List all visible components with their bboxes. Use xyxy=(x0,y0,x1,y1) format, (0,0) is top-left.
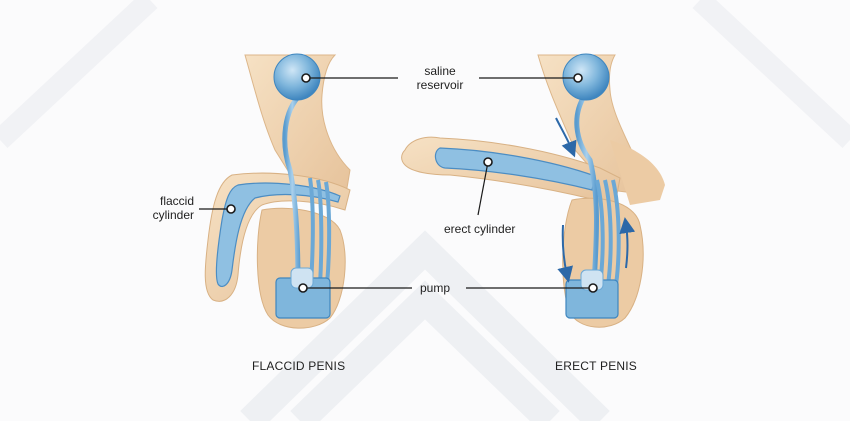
leader-lines xyxy=(199,77,592,289)
label-saline-line1: saline xyxy=(424,64,456,78)
flaccid-device xyxy=(215,53,341,319)
flow-arrow xyxy=(557,224,573,283)
label-erect-cylinder: erect cylinder xyxy=(444,222,516,236)
label-cylinder-line2: cylinder xyxy=(152,208,194,222)
flow-arrow xyxy=(619,217,636,269)
label-pump: pump xyxy=(420,281,451,295)
erect-device xyxy=(434,53,636,319)
label-saline-reservoir: saline reservoir xyxy=(404,64,476,92)
caption-flaccid: FLACCID PENIS xyxy=(252,359,346,373)
leader-dots xyxy=(226,73,598,293)
label-flaccid-cylinder: flaccid cylinder xyxy=(120,194,194,222)
label-reservoir-line2: reservoir xyxy=(416,78,464,92)
caption-erect: ERECT PENIS xyxy=(555,359,637,373)
label-flaccid-line1: flaccid xyxy=(159,194,194,208)
flow-arrow xyxy=(555,117,577,158)
